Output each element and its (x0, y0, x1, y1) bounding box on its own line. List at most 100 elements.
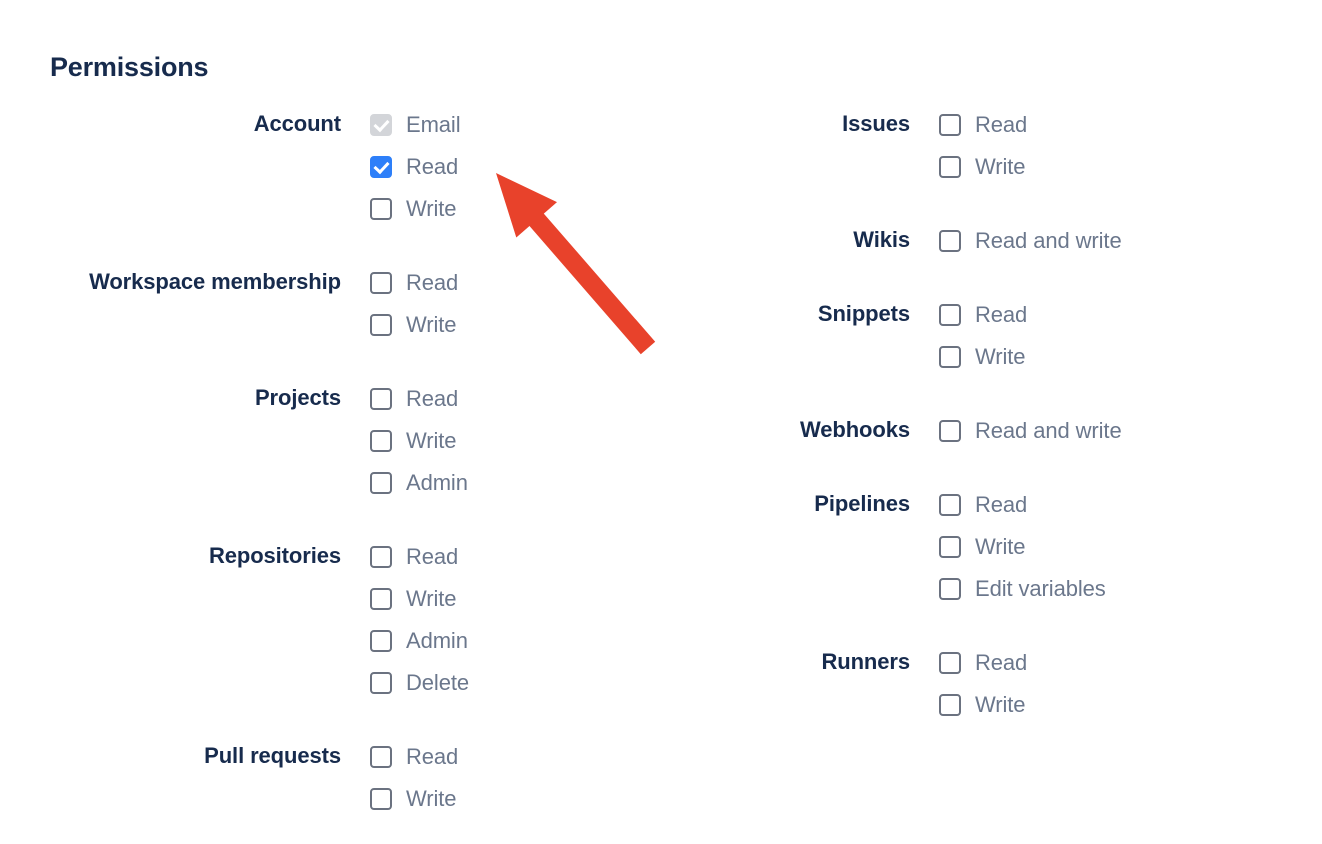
checkbox-edit-variables-unchecked[interactable] (939, 578, 961, 600)
checkbox-label: Write (406, 196, 457, 221)
checkbox-read-unchecked[interactable] (370, 546, 392, 568)
checkbox-label: Write (406, 786, 457, 811)
checkbox-label: Read and write (975, 418, 1122, 443)
permission-options: Read and write (910, 220, 1122, 262)
permission-option-repositories-admin[interactable]: Admin (370, 620, 469, 662)
checkbox-label: Admin (406, 628, 468, 653)
checkbox-label: Read (406, 154, 459, 179)
permission-option-wikis-read-and-write[interactable]: Read and write (939, 220, 1122, 262)
permission-option-workspace-membership-write[interactable]: Write (370, 304, 458, 346)
permission-option-account-read[interactable]: Read (370, 146, 461, 188)
checkbox-write-unchecked[interactable] (370, 588, 392, 610)
checkbox-read-and-write-unchecked[interactable] (939, 420, 961, 442)
checkbox-label: Read (975, 112, 1028, 137)
permission-option-account-email[interactable]: Email (370, 104, 461, 146)
checkbox-read-unchecked[interactable] (939, 304, 961, 326)
checkbox-label: Read (975, 650, 1028, 675)
checkbox-read-checked[interactable] (370, 156, 392, 178)
checkbox-label: Read (406, 744, 459, 769)
permission-group-label: Projects (254, 385, 341, 410)
checkbox-label: Read (406, 544, 459, 569)
checkbox-email-checked (370, 114, 392, 136)
checkbox-write-unchecked[interactable] (370, 314, 392, 336)
checkbox-label: Read (975, 302, 1028, 327)
checkbox-label: Write (406, 312, 457, 337)
checkbox-write-unchecked[interactable] (939, 346, 961, 368)
checkbox-label: Write (975, 154, 1026, 179)
checkbox-label: Write (406, 586, 457, 611)
permission-option-snippets-write[interactable]: Write (939, 336, 1027, 378)
permission-option-repositories-delete[interactable]: Delete (370, 662, 469, 704)
checkbox-read-unchecked[interactable] (939, 652, 961, 674)
permission-group-label: Pipelines (814, 491, 910, 516)
permission-option-repositories-read[interactable]: Read (370, 536, 469, 578)
checkbox-label: Read (975, 492, 1028, 517)
checkbox-write-unchecked[interactable] (939, 694, 961, 716)
permission-option-projects-admin[interactable]: Admin (370, 462, 468, 504)
checkbox-label: Email (406, 112, 461, 137)
checkbox-label: Read (406, 386, 459, 411)
permission-option-pull-requests-write[interactable]: Write (370, 778, 458, 820)
checkbox-label: Write (975, 692, 1026, 717)
permission-group-label: Pull requests (204, 743, 341, 768)
checkbox-label: Edit variables (975, 576, 1106, 601)
checkbox-read-and-write-unchecked[interactable] (939, 230, 961, 252)
checkbox-admin-unchecked[interactable] (370, 472, 392, 494)
permission-option-pipelines-edit-variables[interactable]: Edit variables (939, 568, 1106, 610)
permission-option-runners-read[interactable]: Read (939, 642, 1027, 684)
checkbox-label: Admin (406, 470, 468, 495)
permission-option-repositories-write[interactable]: Write (370, 578, 469, 620)
checkbox-write-unchecked[interactable] (370, 788, 392, 810)
checkbox-label: Read (406, 270, 459, 295)
checkbox-read-unchecked[interactable] (370, 388, 392, 410)
page-title: Permissions (50, 52, 209, 82)
permission-option-issues-read[interactable]: Read (939, 104, 1027, 146)
checkbox-label: Write (975, 534, 1026, 559)
permission-option-workspace-membership-read[interactable]: Read (370, 262, 458, 304)
permission-option-projects-write[interactable]: Write (370, 420, 468, 462)
permission-option-pull-requests-read[interactable]: Read (370, 736, 458, 778)
permission-group-label: Issues (842, 111, 910, 136)
permission-option-snippets-read[interactable]: Read (939, 294, 1027, 336)
permission-option-runners-write[interactable]: Write (939, 684, 1027, 726)
permission-group-label: Account (253, 111, 341, 136)
checkbox-read-unchecked[interactable] (939, 494, 961, 516)
permission-option-projects-read[interactable]: Read (370, 378, 468, 420)
checkbox-write-unchecked[interactable] (939, 156, 961, 178)
checkbox-read-unchecked[interactable] (939, 114, 961, 136)
permission-option-webhooks-read-and-write[interactable]: Read and write (939, 410, 1122, 452)
checkbox-write-unchecked[interactable] (370, 198, 392, 220)
permission-option-pipelines-read[interactable]: Read (939, 484, 1106, 526)
checkbox-write-unchecked[interactable] (939, 536, 961, 558)
checkbox-admin-unchecked[interactable] (370, 630, 392, 652)
permission-option-account-write[interactable]: Write (370, 188, 461, 230)
checkbox-delete-unchecked[interactable] (370, 672, 392, 694)
checkbox-label: Write (975, 344, 1026, 369)
checkbox-read-unchecked[interactable] (370, 272, 392, 294)
permission-group-label: Runners (821, 649, 910, 674)
permission-options: Read and write (910, 410, 1122, 452)
checkbox-read-unchecked[interactable] (370, 746, 392, 768)
permission-option-issues-write[interactable]: Write (939, 146, 1027, 188)
checkbox-label: Write (406, 428, 457, 453)
permission-option-pipelines-write[interactable]: Write (939, 526, 1106, 568)
permission-group-label: Repositories (208, 543, 341, 568)
checkbox-write-unchecked[interactable] (370, 430, 392, 452)
